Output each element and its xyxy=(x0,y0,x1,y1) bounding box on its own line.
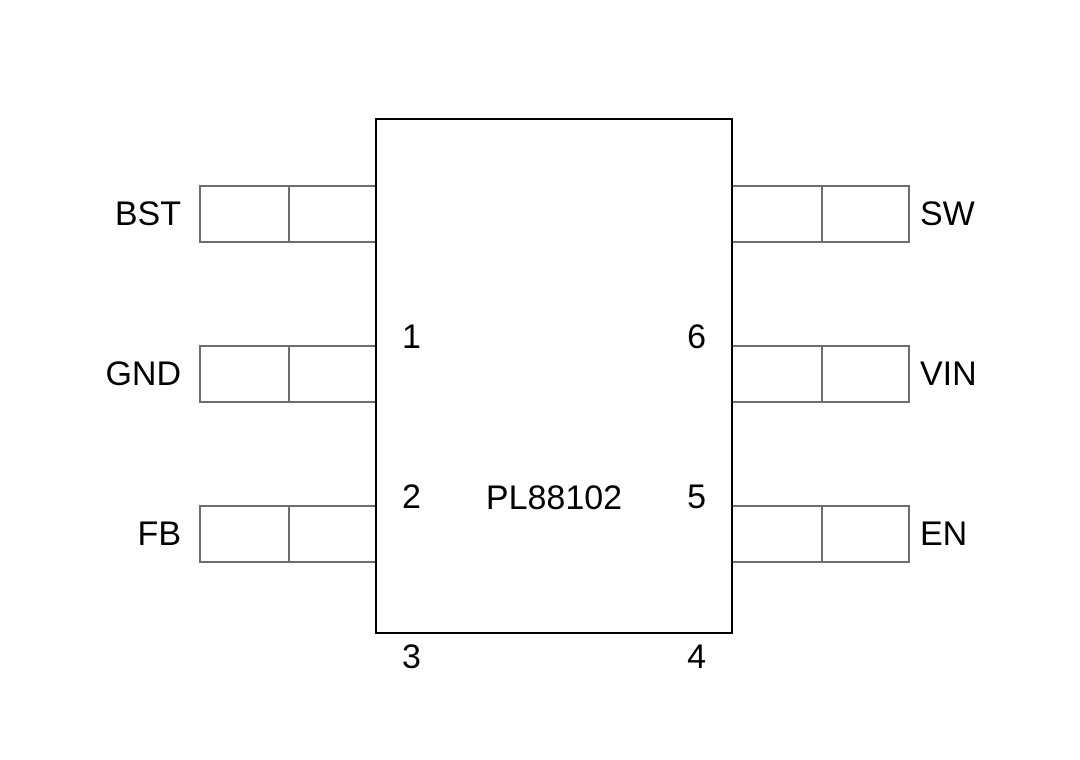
lead-segment-outer xyxy=(201,187,288,241)
lead-segment-inner xyxy=(288,187,375,241)
lead-segment-inner xyxy=(733,347,821,401)
pin-label-right-4: EN xyxy=(920,515,968,553)
pin-label-left-1: BST xyxy=(114,195,181,233)
lead-segment-inner xyxy=(733,187,821,241)
pin-number-5: 5 xyxy=(687,478,706,516)
pin-number-1: 1 xyxy=(402,318,421,356)
pin-number-4: 4 xyxy=(687,638,706,676)
pin-label-left-2: GND xyxy=(105,355,181,393)
pin-lead-right-4 xyxy=(731,505,910,563)
lead-segment-inner xyxy=(288,347,375,401)
part-number-label: PL88102 xyxy=(485,479,623,517)
lead-segment-inner xyxy=(288,507,375,561)
pin-lead-left-2 xyxy=(199,345,377,403)
pin-lead-left-1 xyxy=(199,185,377,243)
pin-number-6: 6 xyxy=(687,318,706,356)
lead-segment-outer xyxy=(820,507,909,561)
pin-number-2: 2 xyxy=(402,478,421,516)
pin-label-right-5: VIN xyxy=(920,355,977,393)
lead-segment-outer xyxy=(201,507,288,561)
lead-segment-inner xyxy=(733,507,821,561)
pin-label-left-3: FB xyxy=(137,515,181,553)
pin-lead-left-3 xyxy=(199,505,377,563)
pin-lead-right-5 xyxy=(731,345,910,403)
pin-lead-right-6 xyxy=(731,185,910,243)
lead-segment-outer xyxy=(201,347,288,401)
ic-body-outline: 1 2 3 6 5 4 PL88102 xyxy=(375,118,733,676)
pin-number-3: 3 xyxy=(402,638,421,676)
pin-label-right-6: SW xyxy=(920,195,975,233)
lead-segment-outer xyxy=(820,187,909,241)
lead-segment-outer xyxy=(820,347,909,401)
